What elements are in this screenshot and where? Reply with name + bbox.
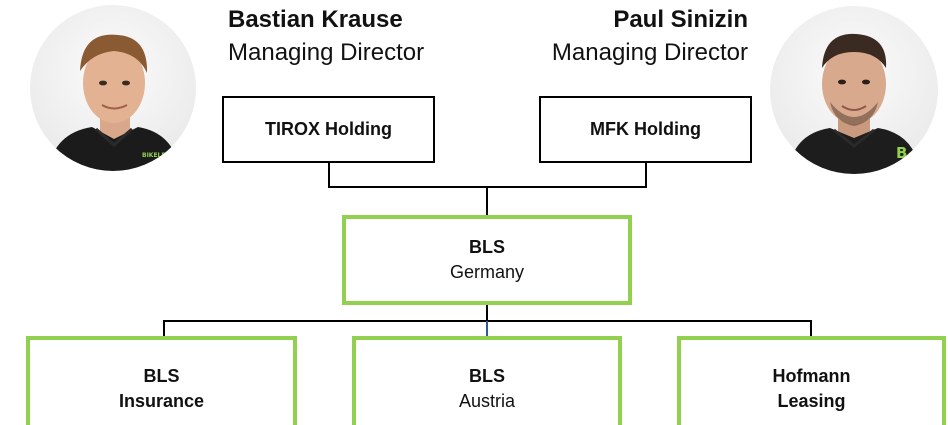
connector-line xyxy=(645,162,647,187)
svg-text:B: B xyxy=(896,144,907,162)
company-name: BLS xyxy=(469,237,505,257)
connector-line xyxy=(328,162,330,187)
connector-line xyxy=(163,320,165,338)
company-subtitle: Austria xyxy=(458,391,516,411)
company-name: BLS xyxy=(143,366,180,386)
person-photo-icon: B xyxy=(788,33,920,174)
company-box-bls-germany: BLS Germany xyxy=(342,215,632,305)
avatar-paul-sinizin: B xyxy=(770,6,938,174)
company-subtitle: Leasing xyxy=(777,391,846,411)
company-box-bls-insurance: BLS Insurance xyxy=(26,336,297,425)
person-name: Bastian Krause xyxy=(228,6,403,33)
person-name: Paul Sinizin xyxy=(613,6,748,33)
connector-line xyxy=(486,303,488,321)
company-name: BLS xyxy=(469,366,505,386)
holding-label: MFK Holding xyxy=(590,119,701,139)
company-name: Hofmann xyxy=(772,366,851,386)
company-subtitle: Insurance xyxy=(118,391,205,411)
holding-box-tirox: TIROX Holding xyxy=(222,96,435,163)
company-box-bls-austria: BLS Austria xyxy=(352,336,622,425)
avatar-bastian-krause: BIKELEASING xyxy=(30,5,196,171)
connector-line xyxy=(486,186,488,217)
holding-label: TIROX Holding xyxy=(265,119,392,139)
connector-line xyxy=(810,320,812,338)
person-paul-sinizin: Paul Sinizin Managing Director xyxy=(552,3,748,69)
person-role: Managing Director xyxy=(228,39,425,66)
person-photo-icon: BIKELEASING xyxy=(48,34,187,171)
company-box-hofmann-leasing: Hofmann Leasing xyxy=(677,336,946,425)
company-subtitle: Germany xyxy=(449,262,525,282)
svg-text:BIKELEASING: BIKELEASING xyxy=(142,152,187,159)
connector-line xyxy=(486,321,488,338)
person-role: Managing Director xyxy=(551,39,748,66)
holding-box-mfk: MFK Holding xyxy=(539,96,752,163)
person-bastian-krause: Bastian Krause Managing Director xyxy=(228,3,424,69)
